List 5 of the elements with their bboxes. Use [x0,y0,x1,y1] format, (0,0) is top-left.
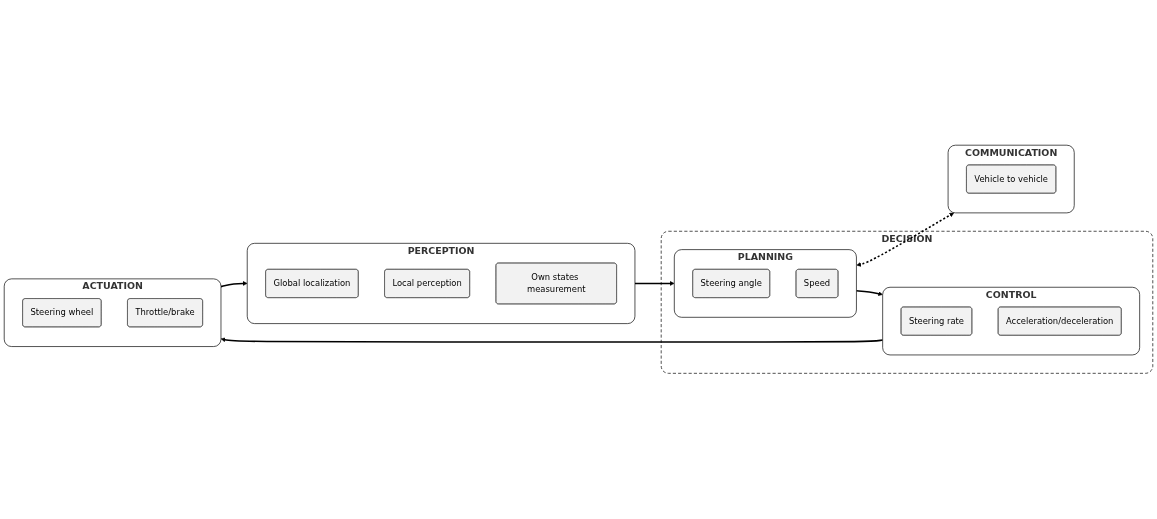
arrow [220,281,248,288]
arrow [634,281,675,286]
arrow [856,212,954,267]
arrow [220,337,884,343]
arrow [855,290,883,297]
